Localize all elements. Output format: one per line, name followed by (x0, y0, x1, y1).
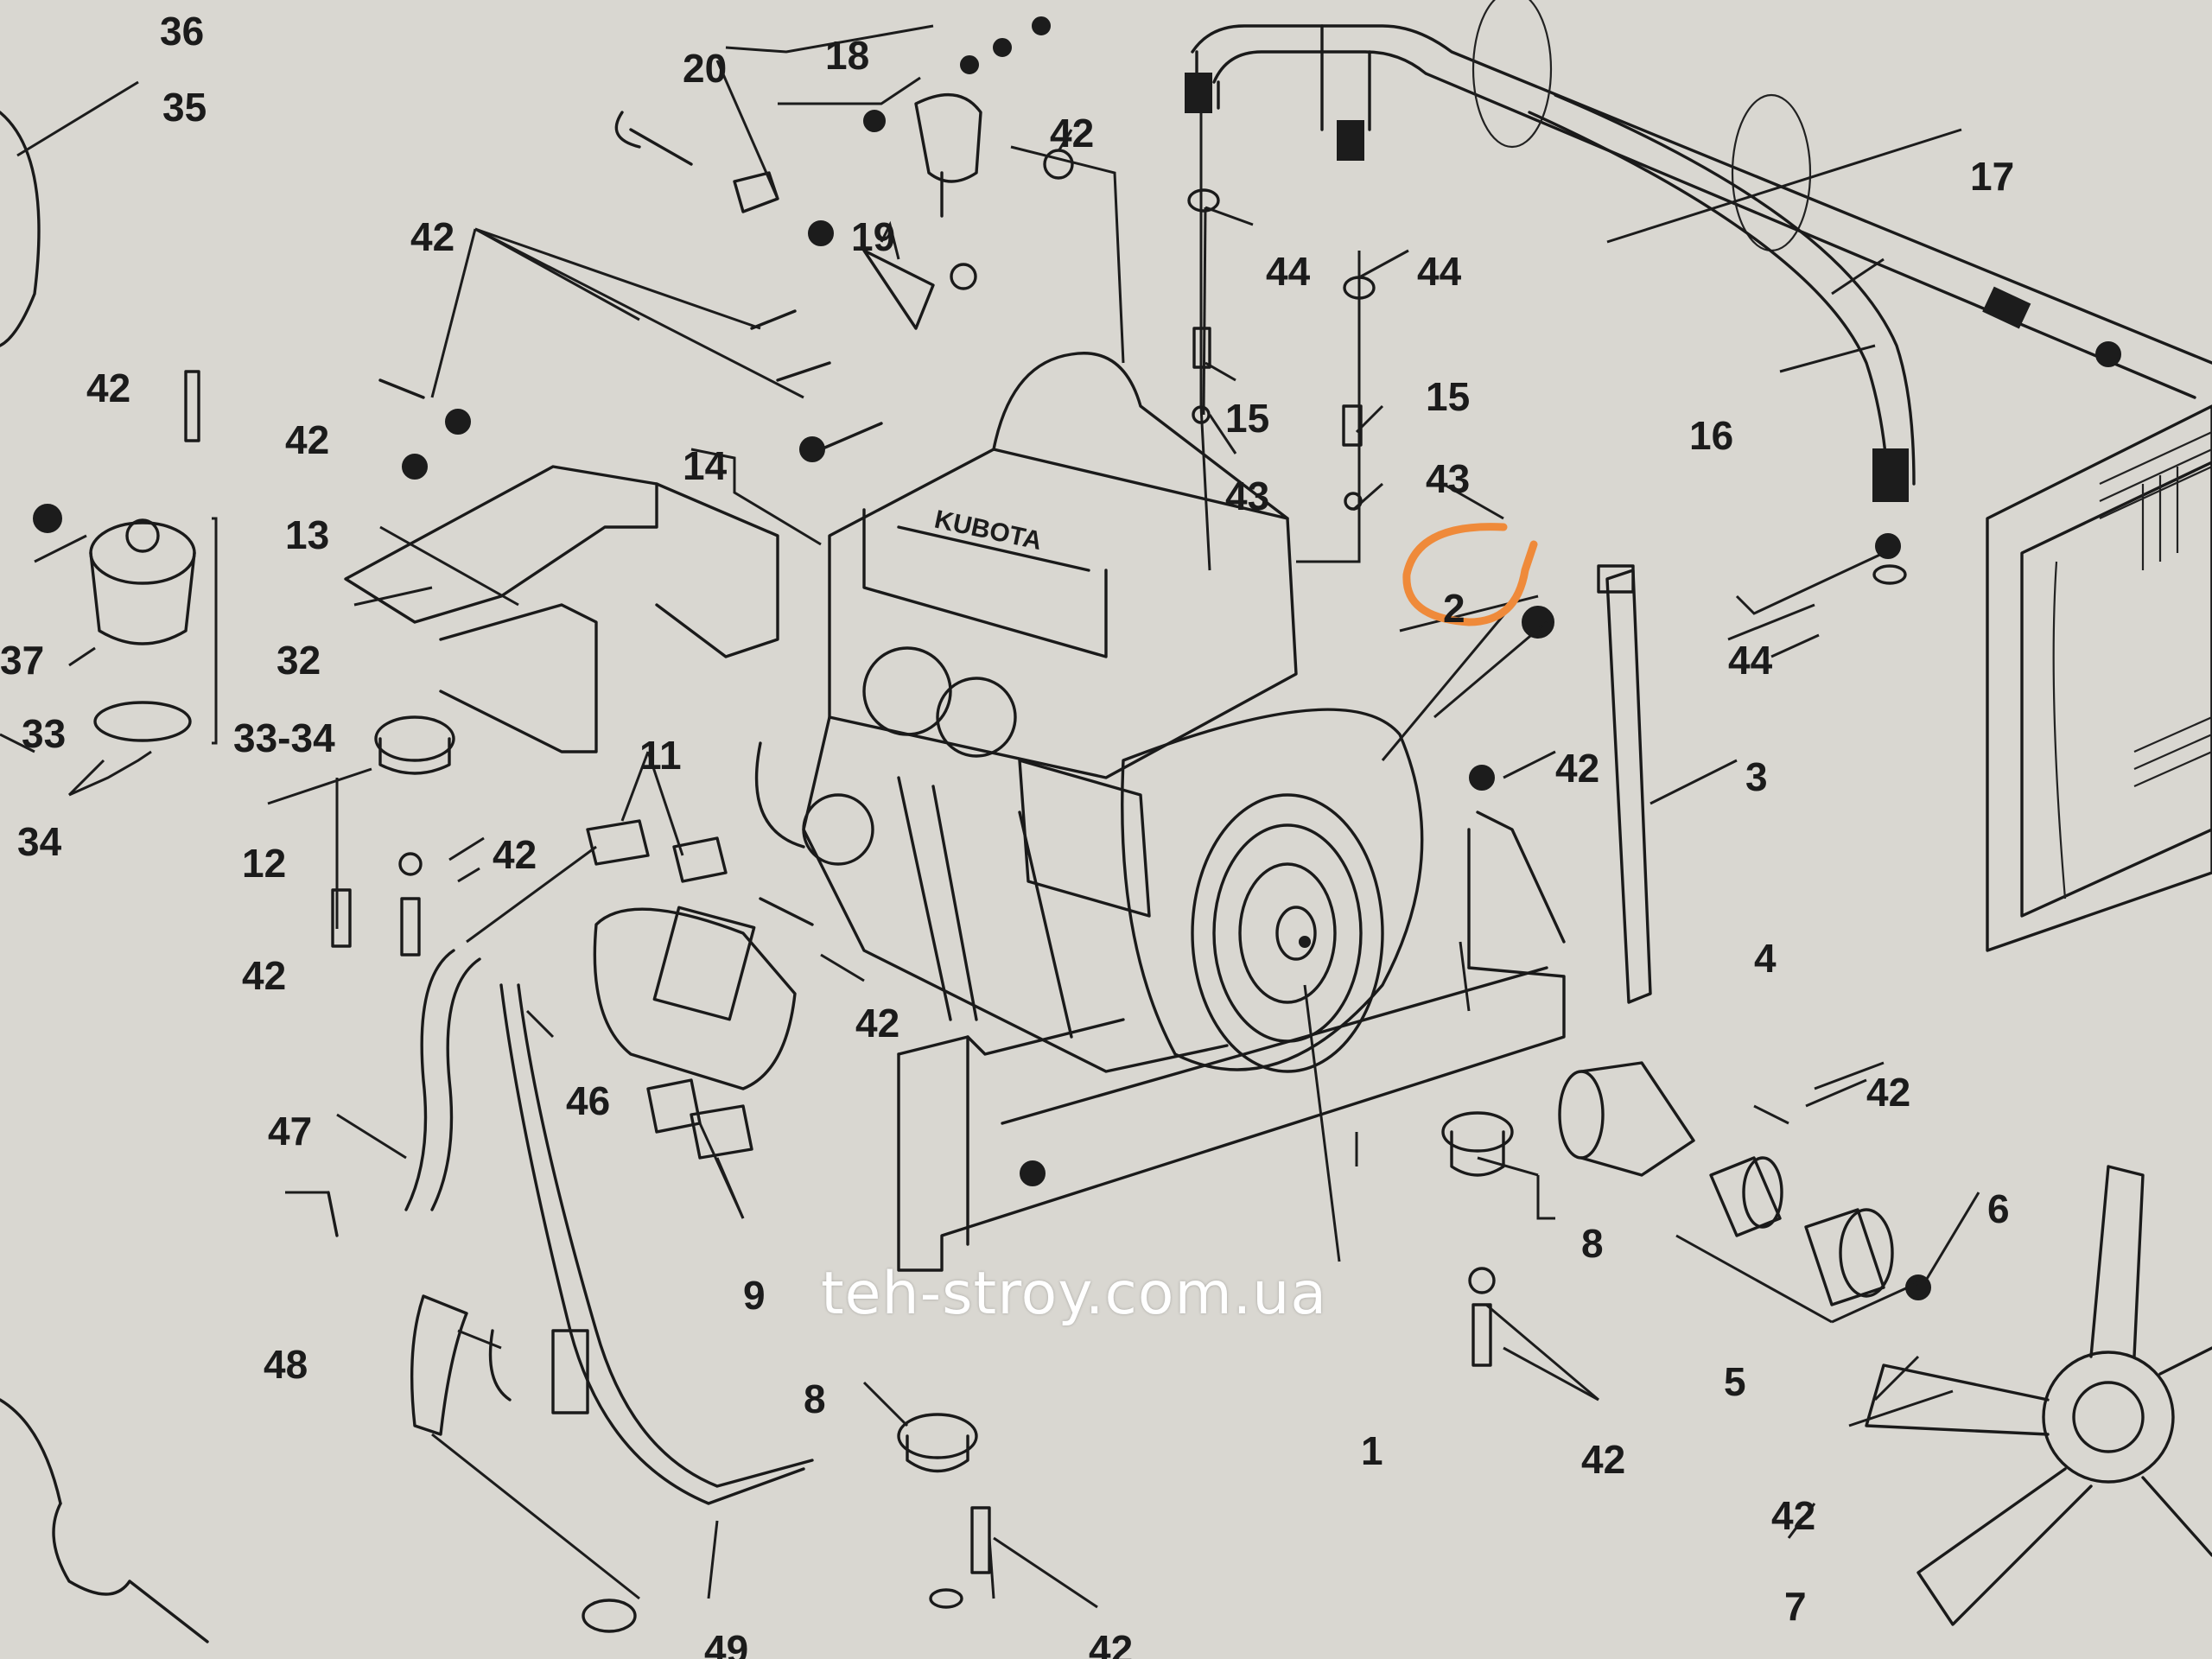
callout-8: 8 (1581, 1221, 1604, 1266)
callout-42: 42 (1089, 1627, 1133, 1659)
coolant-pipes (1191, 0, 2212, 502)
callout-42: 42 (1866, 1070, 1910, 1115)
callout-42: 42 (1050, 111, 1094, 156)
callout-2: 2 (1443, 586, 1465, 631)
callout-42: 42 (1581, 1437, 1625, 1482)
callout-15: 15 (1225, 396, 1269, 441)
callout-42: 42 (285, 417, 329, 462)
hydraulic-pump (0, 819, 814, 1643)
callout-42: 42 (855, 1001, 899, 1046)
callout-5: 5 (1724, 1359, 1746, 1404)
callout-47: 47 (268, 1109, 312, 1154)
callout-3: 3 (1745, 754, 1768, 799)
watermark-text: teh-stroy.com.ua (821, 1260, 1328, 1328)
callout-42: 42 (242, 953, 286, 998)
callout-20: 20 (683, 46, 727, 91)
callout-42: 42 (1555, 746, 1599, 791)
left-brackets (0, 111, 779, 957)
callout-13: 13 (285, 512, 329, 557)
callout-19: 19 (851, 214, 895, 259)
callout-42: 42 (1771, 1493, 1815, 1538)
engine-block: KUBOTA (754, 352, 1424, 1073)
callout-18: 18 (825, 33, 869, 78)
callout-15: 15 (1426, 374, 1470, 419)
callout-8: 8 (804, 1376, 826, 1421)
callout-48: 48 (264, 1342, 308, 1387)
callout-7: 7 (1784, 1584, 1807, 1629)
callout-37: 37 (0, 638, 44, 683)
callout-6: 6 (1987, 1186, 2010, 1231)
callout-9: 9 (743, 1273, 766, 1318)
callout-17: 17 (1970, 154, 2014, 199)
callout-49: 49 (704, 1627, 748, 1659)
callout-36: 36 (160, 9, 204, 54)
callout-4: 4 (1754, 936, 1777, 981)
callout-35: 35 (162, 85, 207, 130)
callout-14: 14 (683, 443, 728, 488)
hose-fittings (1185, 73, 1907, 585)
callout-33: 33 (22, 711, 66, 756)
radiator (1986, 404, 2212, 952)
callout-12: 12 (242, 841, 286, 886)
callout-44: 44 (1728, 638, 1773, 683)
callout-1: 1 (1361, 1428, 1383, 1473)
callout-46: 46 (566, 1078, 610, 1123)
callout-44: 44 (1266, 249, 1311, 294)
sensor-fasteners (378, 16, 1074, 462)
callout-33-34: 33-34 (233, 715, 335, 760)
callout-11: 11 (639, 733, 682, 778)
frame-beam (897, 765, 1566, 1272)
highlight-circle (1402, 523, 1538, 626)
callout-34: 34 (17, 819, 62, 864)
callout-44: 44 (1417, 249, 1462, 294)
tube-3 (1522, 564, 1652, 1004)
callout-43: 43 (1426, 456, 1470, 501)
callout-32: 32 (276, 638, 321, 683)
callout-42: 42 (86, 365, 130, 410)
callout-43: 43 (1225, 474, 1269, 518)
callout-42: 42 (410, 214, 454, 259)
callout-42: 42 (493, 832, 537, 877)
callout-16: 16 (1689, 413, 1733, 458)
fan-assembly (897, 1061, 2212, 1626)
